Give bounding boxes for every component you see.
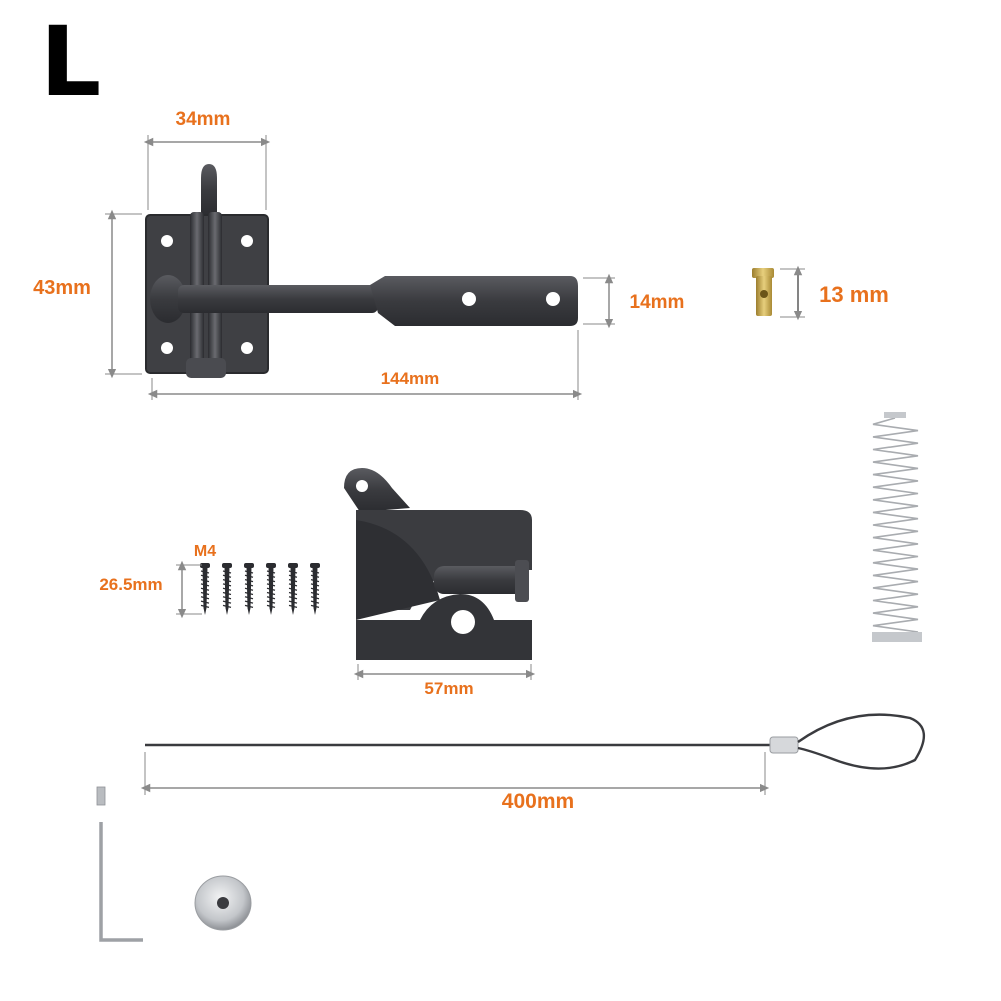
dim-catch-width: 57mm bbox=[353, 664, 536, 698]
size-label: L bbox=[40, 6, 102, 118]
screw bbox=[200, 563, 210, 615]
latch-height-label: 43mm bbox=[33, 277, 91, 299]
screw-length-label: 26.5mm bbox=[99, 575, 162, 594]
dim-nut-height: 13 mm bbox=[780, 265, 889, 321]
latch-length-label: 144mm bbox=[381, 369, 440, 388]
mounting-screws bbox=[200, 563, 320, 615]
gate-latch-bar bbox=[145, 164, 578, 378]
spring bbox=[872, 412, 922, 642]
screw-type-label: M4 bbox=[194, 543, 216, 560]
cable-length-label: 400mm bbox=[502, 790, 574, 813]
dim-cable-length: 400mm bbox=[140, 752, 770, 813]
screw bbox=[244, 563, 254, 615]
gate-catch bbox=[344, 468, 532, 660]
screw bbox=[288, 563, 298, 615]
dim-latch-width: 34mm bbox=[143, 109, 271, 210]
catch-width-label: 57mm bbox=[424, 679, 473, 698]
pull-cable bbox=[145, 713, 925, 770]
dim-bar-width: 14mm bbox=[583, 273, 685, 329]
screw bbox=[222, 563, 232, 615]
nut-height-label: 13 mm bbox=[819, 282, 889, 307]
brass-nut bbox=[752, 268, 774, 316]
hex-key bbox=[96, 786, 143, 942]
washer bbox=[194, 875, 252, 931]
bar-width-label: 14mm bbox=[630, 292, 685, 313]
dim-latch-length: 144mm bbox=[147, 330, 583, 400]
screw bbox=[310, 563, 320, 615]
dim-screw-length: M4 26.5mm bbox=[99, 543, 216, 619]
screw bbox=[266, 563, 276, 615]
dim-latch-height: 43mm bbox=[33, 209, 142, 379]
latch-width-label: 34mm bbox=[176, 109, 231, 130]
